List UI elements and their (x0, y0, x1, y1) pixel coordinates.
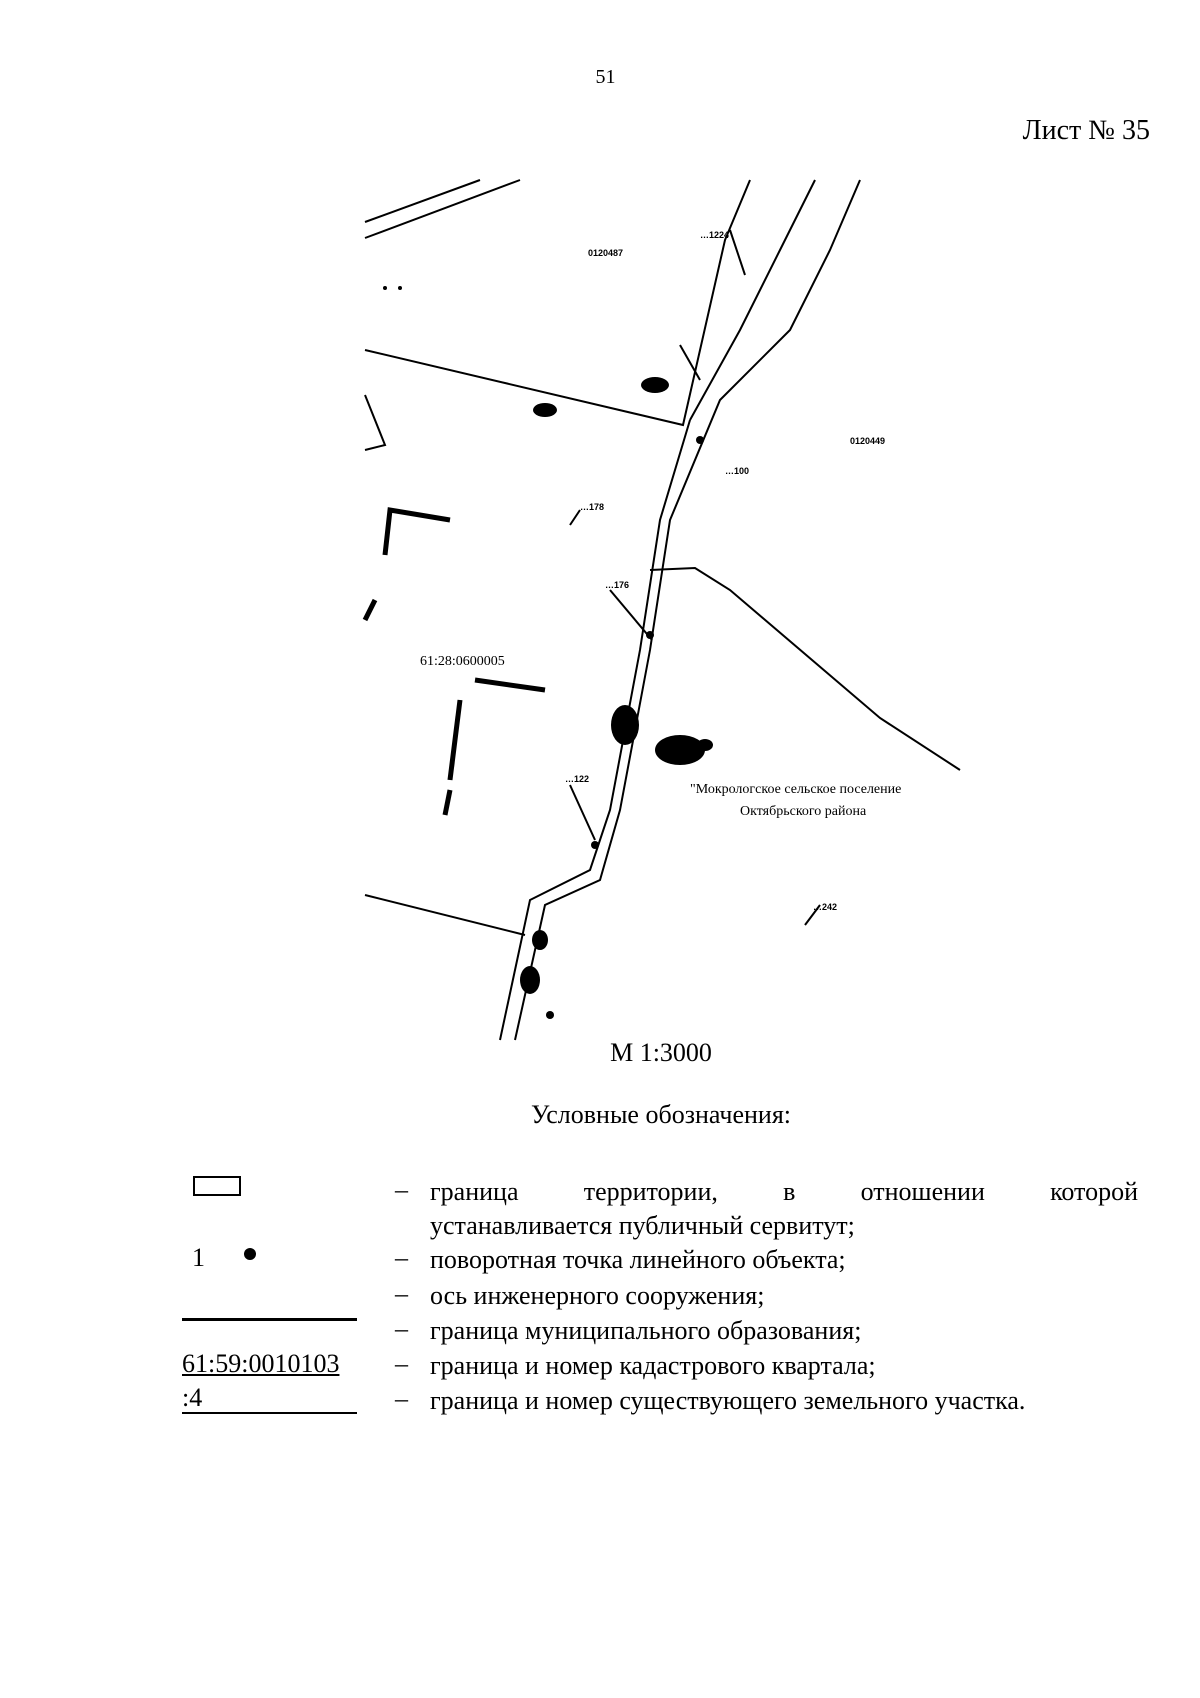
legend-dash: – (395, 1175, 408, 1204)
leader-line (729, 229, 746, 276)
dark-parcel-edge (382, 507, 451, 556)
servitude-boundary-symbol (193, 1176, 241, 1196)
dark-parcel-edge (474, 677, 546, 693)
legend-text: граница территории, в отношении которой (430, 1177, 1138, 1206)
turning-point-symbol (244, 1248, 256, 1260)
terrain-blotch (533, 403, 557, 417)
turning-point (398, 286, 402, 290)
cadastral-quarter-label: 61:28:0600005 (420, 654, 505, 669)
terrain-blotch (532, 930, 548, 950)
legend-text: поворотная точка линейного объекта; (430, 1245, 846, 1274)
terrain-blotch (611, 705, 639, 745)
leader-line (569, 784, 596, 841)
terrain-blotch (641, 377, 669, 393)
dark-parcel-edge (447, 699, 463, 781)
road-line (364, 179, 521, 239)
dark-parcel-edge (442, 789, 453, 816)
legend-title: Условные обозначения: (530, 1100, 792, 1129)
turning-point (591, 841, 599, 849)
cadastral-quarter-symbol: 61:59:0010103 (182, 1349, 340, 1378)
corridor-right (514, 179, 861, 1041)
engineering-axis (689, 179, 816, 421)
terrain-blotch (655, 735, 705, 765)
corridor-left (499, 419, 691, 1041)
legend-dash: – (395, 1349, 408, 1378)
settlement-label-2: Октябрьского района (740, 804, 867, 819)
legend-dash: – (395, 1384, 408, 1413)
turning-point (546, 1011, 554, 1019)
page-number: 51 (595, 66, 616, 88)
turning-point (383, 286, 387, 290)
map-scale: М 1:3000 (610, 1038, 712, 1067)
legend-text: граница и номер кадастрового квартала; (430, 1351, 876, 1380)
point-number: …122 (565, 774, 589, 784)
leader-line (609, 589, 653, 641)
leader-line (569, 509, 581, 526)
parcel-number: 0120449 (850, 436, 885, 446)
parcel-boundary (364, 394, 387, 451)
point-number: …176 (605, 580, 629, 590)
terrain-blotch (697, 739, 713, 751)
point-number: …242 (813, 902, 837, 912)
leader-line (804, 904, 821, 926)
legend-text: ось инженерного сооружения; (430, 1281, 765, 1310)
turning-point (696, 436, 704, 444)
municipal-boundary-symbol (182, 1318, 357, 1321)
leader-line (679, 344, 701, 381)
point-number: …100 (725, 466, 749, 476)
legend-text: устанавливается публичный сервитут; (430, 1211, 855, 1240)
municipal-boundary (364, 179, 751, 427)
sheet-label: Лист № 35 (1022, 115, 1150, 146)
turning-point-number: 1 (192, 1243, 205, 1272)
point-number: …1224 (700, 230, 729, 240)
road-line (364, 179, 481, 223)
legend-dash: – (395, 1314, 408, 1343)
dark-parcel-edge (362, 598, 378, 622)
legend-dash: – (395, 1243, 408, 1272)
settlement-label-1: "Мокрологское сельское поселение (690, 782, 901, 797)
turning-point (646, 631, 654, 639)
legend-dash: – (395, 1279, 408, 1308)
point-number: …178 (580, 502, 604, 512)
parcel-number: 0120487 (588, 248, 623, 258)
parcel-boundary (649, 566, 961, 771)
legend-text: граница муниципального образования; (430, 1316, 862, 1345)
terrain-blotch (520, 966, 540, 994)
legend-text: граница и номер существующего земельного… (430, 1386, 1026, 1415)
parcel-boundary (364, 894, 526, 936)
land-parcel-symbol: :4 (182, 1384, 357, 1414)
